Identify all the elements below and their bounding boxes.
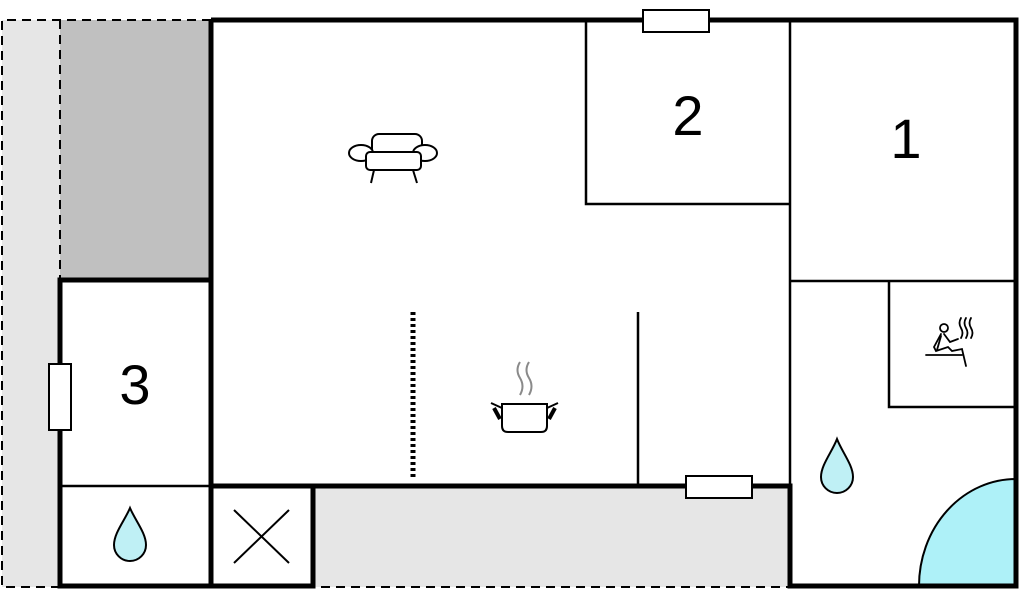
water-drop-icon (112, 505, 148, 562)
window-icon (642, 9, 710, 33)
terrace-boundary (1, 19, 790, 588)
shower-icon (917, 477, 1017, 587)
window-icon (48, 363, 72, 431)
room-label-1: 1 (890, 107, 921, 170)
window-icon (685, 475, 753, 499)
room-label-3: 3 (119, 353, 150, 416)
cooking-pot-icon (490, 361, 559, 433)
sofa-icon (348, 133, 438, 184)
terrace-left (2, 20, 60, 587)
water-drop-icon (819, 436, 855, 494)
room-label-2: 2 (672, 84, 703, 147)
technical-room-icon (233, 509, 290, 564)
storage-area (60, 20, 211, 280)
interior-walls (60, 20, 1016, 488)
terrace-bottom (313, 487, 790, 587)
sauna-icon (925, 317, 974, 367)
